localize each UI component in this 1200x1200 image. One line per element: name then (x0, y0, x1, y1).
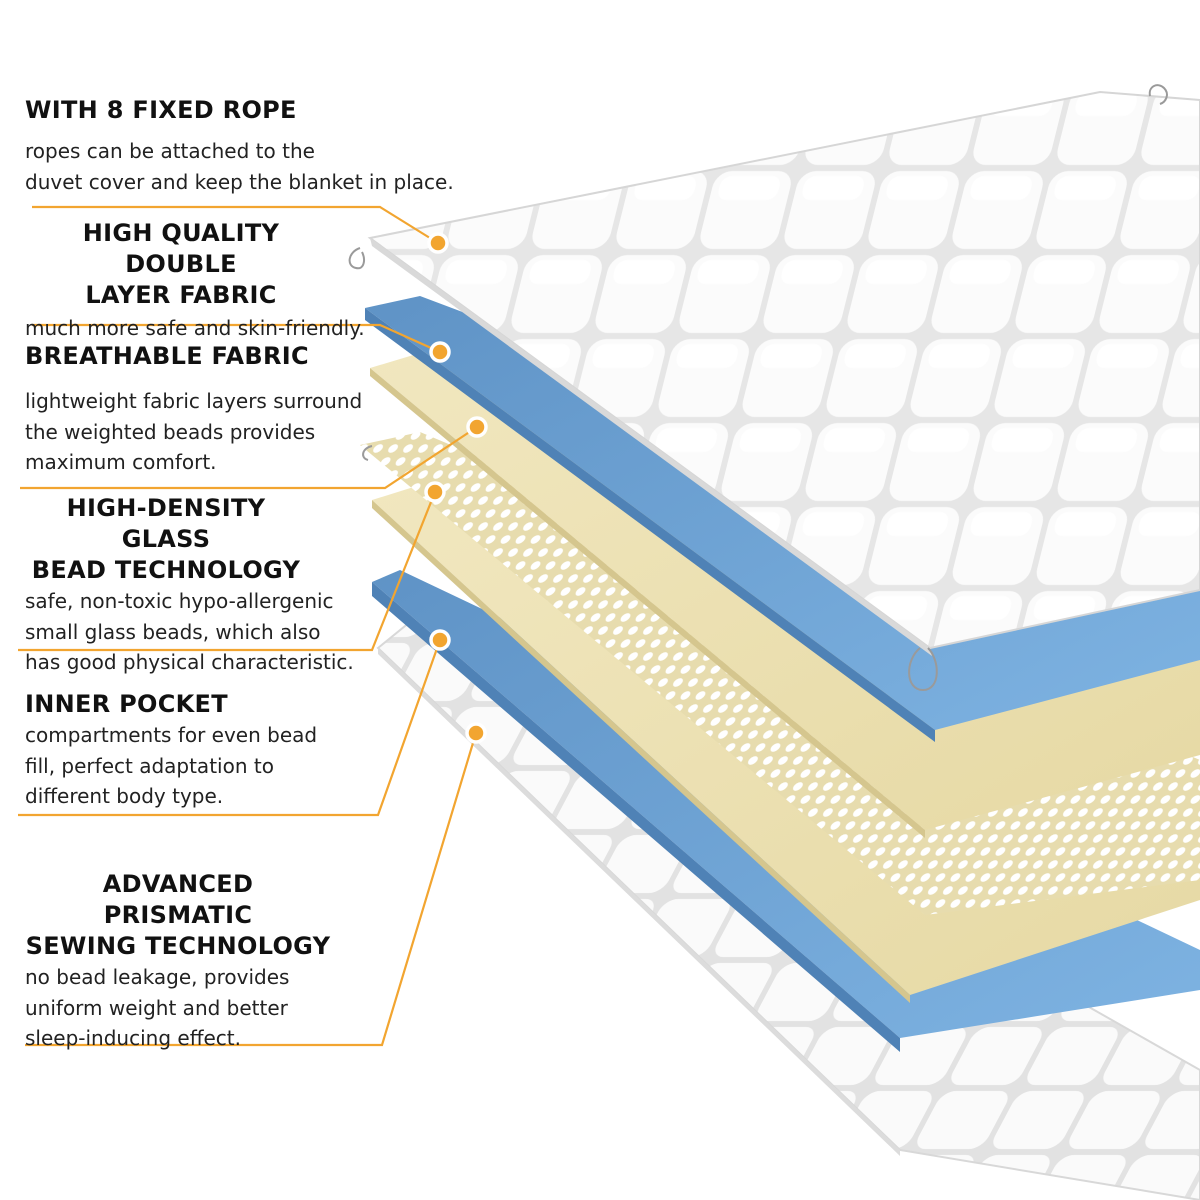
leader-line-2 (32, 323, 441, 354)
feature-desc-line: has good physical characteristic. (25, 650, 354, 674)
leader-line-4 (18, 491, 437, 652)
feature-prismatic-sewing: ADVANCED PRISMATIC SEWING TECHNOLOGY no … (25, 869, 331, 1054)
feature-title-line: ADVANCED PRISMATIC (102, 870, 254, 929)
feature-desc-line: duvet cover and keep the blanket in plac… (25, 169, 454, 194)
feature-title-line: LAYER FABRIC (85, 281, 277, 309)
feature-desc-line: small glass beads, which also (25, 619, 321, 644)
feature-desc-line: sleep-inducing effect. (25, 1026, 241, 1050)
feature-title: HIGH-DENSITY GLASS BEAD TECHNOLOGY (25, 493, 307, 586)
leader-line-5 (18, 639, 442, 817)
feature-desc-line: no bead leakage, provides (25, 965, 290, 989)
feature-title-line: HIGH QUALITY DOUBLE (82, 219, 280, 278)
callout-marker-1 (427, 232, 449, 254)
feature-desc-line: lightweight fabric layers surround (25, 389, 363, 413)
feature-title-line: SEWING TECHNOLOGY (25, 932, 331, 960)
feature-title: INNER POCKET (25, 690, 228, 718)
callout-marker-6 (465, 722, 487, 744)
feature-desc-line: uniform weight and better (25, 995, 288, 1020)
leader-line-6 (25, 732, 478, 1047)
feature-title: ADVANCED PRISMATIC SEWING TECHNOLOGY (25, 869, 331, 962)
leader-line-3 (20, 426, 478, 490)
feature-desc-line: compartments for even bead (25, 723, 318, 747)
feature-desc-line: different body type. (25, 784, 224, 808)
feature-desc-line: the weighted beads provides (25, 419, 316, 444)
leader-lines (18, 205, 478, 1047)
feature-desc-line: much more safe and skin-friendly. (25, 316, 365, 340)
callout-marker-5 (429, 629, 451, 651)
callout-marker-4 (424, 481, 446, 503)
feature-title-line: HIGH-DENSITY GLASS (66, 494, 266, 553)
feature-inner-pocket: INNER POCKET compartments for even bead … (25, 689, 317, 812)
feature-glass-bead-technology: HIGH-DENSITY GLASS BEAD TECHNOLOGY safe,… (25, 493, 354, 678)
top-quilt-layer (367, 90, 1200, 656)
feature-double-layer-fabric: HIGH QUALITY DOUBLE LAYER FABRIC much mo… (25, 218, 385, 344)
rope-loop-icon (348, 84, 1168, 692)
feature-desc-line: ropes can be attached to the (25, 139, 315, 163)
feature-fixed-rope: WITH 8 FIXED ROPE ropes can be attached … (25, 95, 454, 197)
callout-marker-2 (429, 341, 451, 363)
feature-title-line: BEAD TECHNOLOGY (31, 556, 301, 584)
feature-title: BREATHABLE FABRIC (25, 342, 309, 370)
callout-marker-3 (466, 416, 488, 438)
callout-markers (424, 232, 488, 744)
feature-desc-line: fill, perfect adaptation to (25, 753, 274, 778)
leader-line-1 (32, 205, 439, 244)
feature-title: HIGH QUALITY DOUBLE LAYER FABRIC (25, 218, 337, 311)
feature-title: WITH 8 FIXED ROPE (25, 96, 297, 124)
feature-desc-line: safe, non-toxic hypo-allergenic (25, 589, 334, 613)
feature-desc-line: maximum comfort. (25, 450, 217, 474)
feature-breathable-fabric: BREATHABLE FABRIC lightweight fabric lay… (25, 341, 362, 478)
